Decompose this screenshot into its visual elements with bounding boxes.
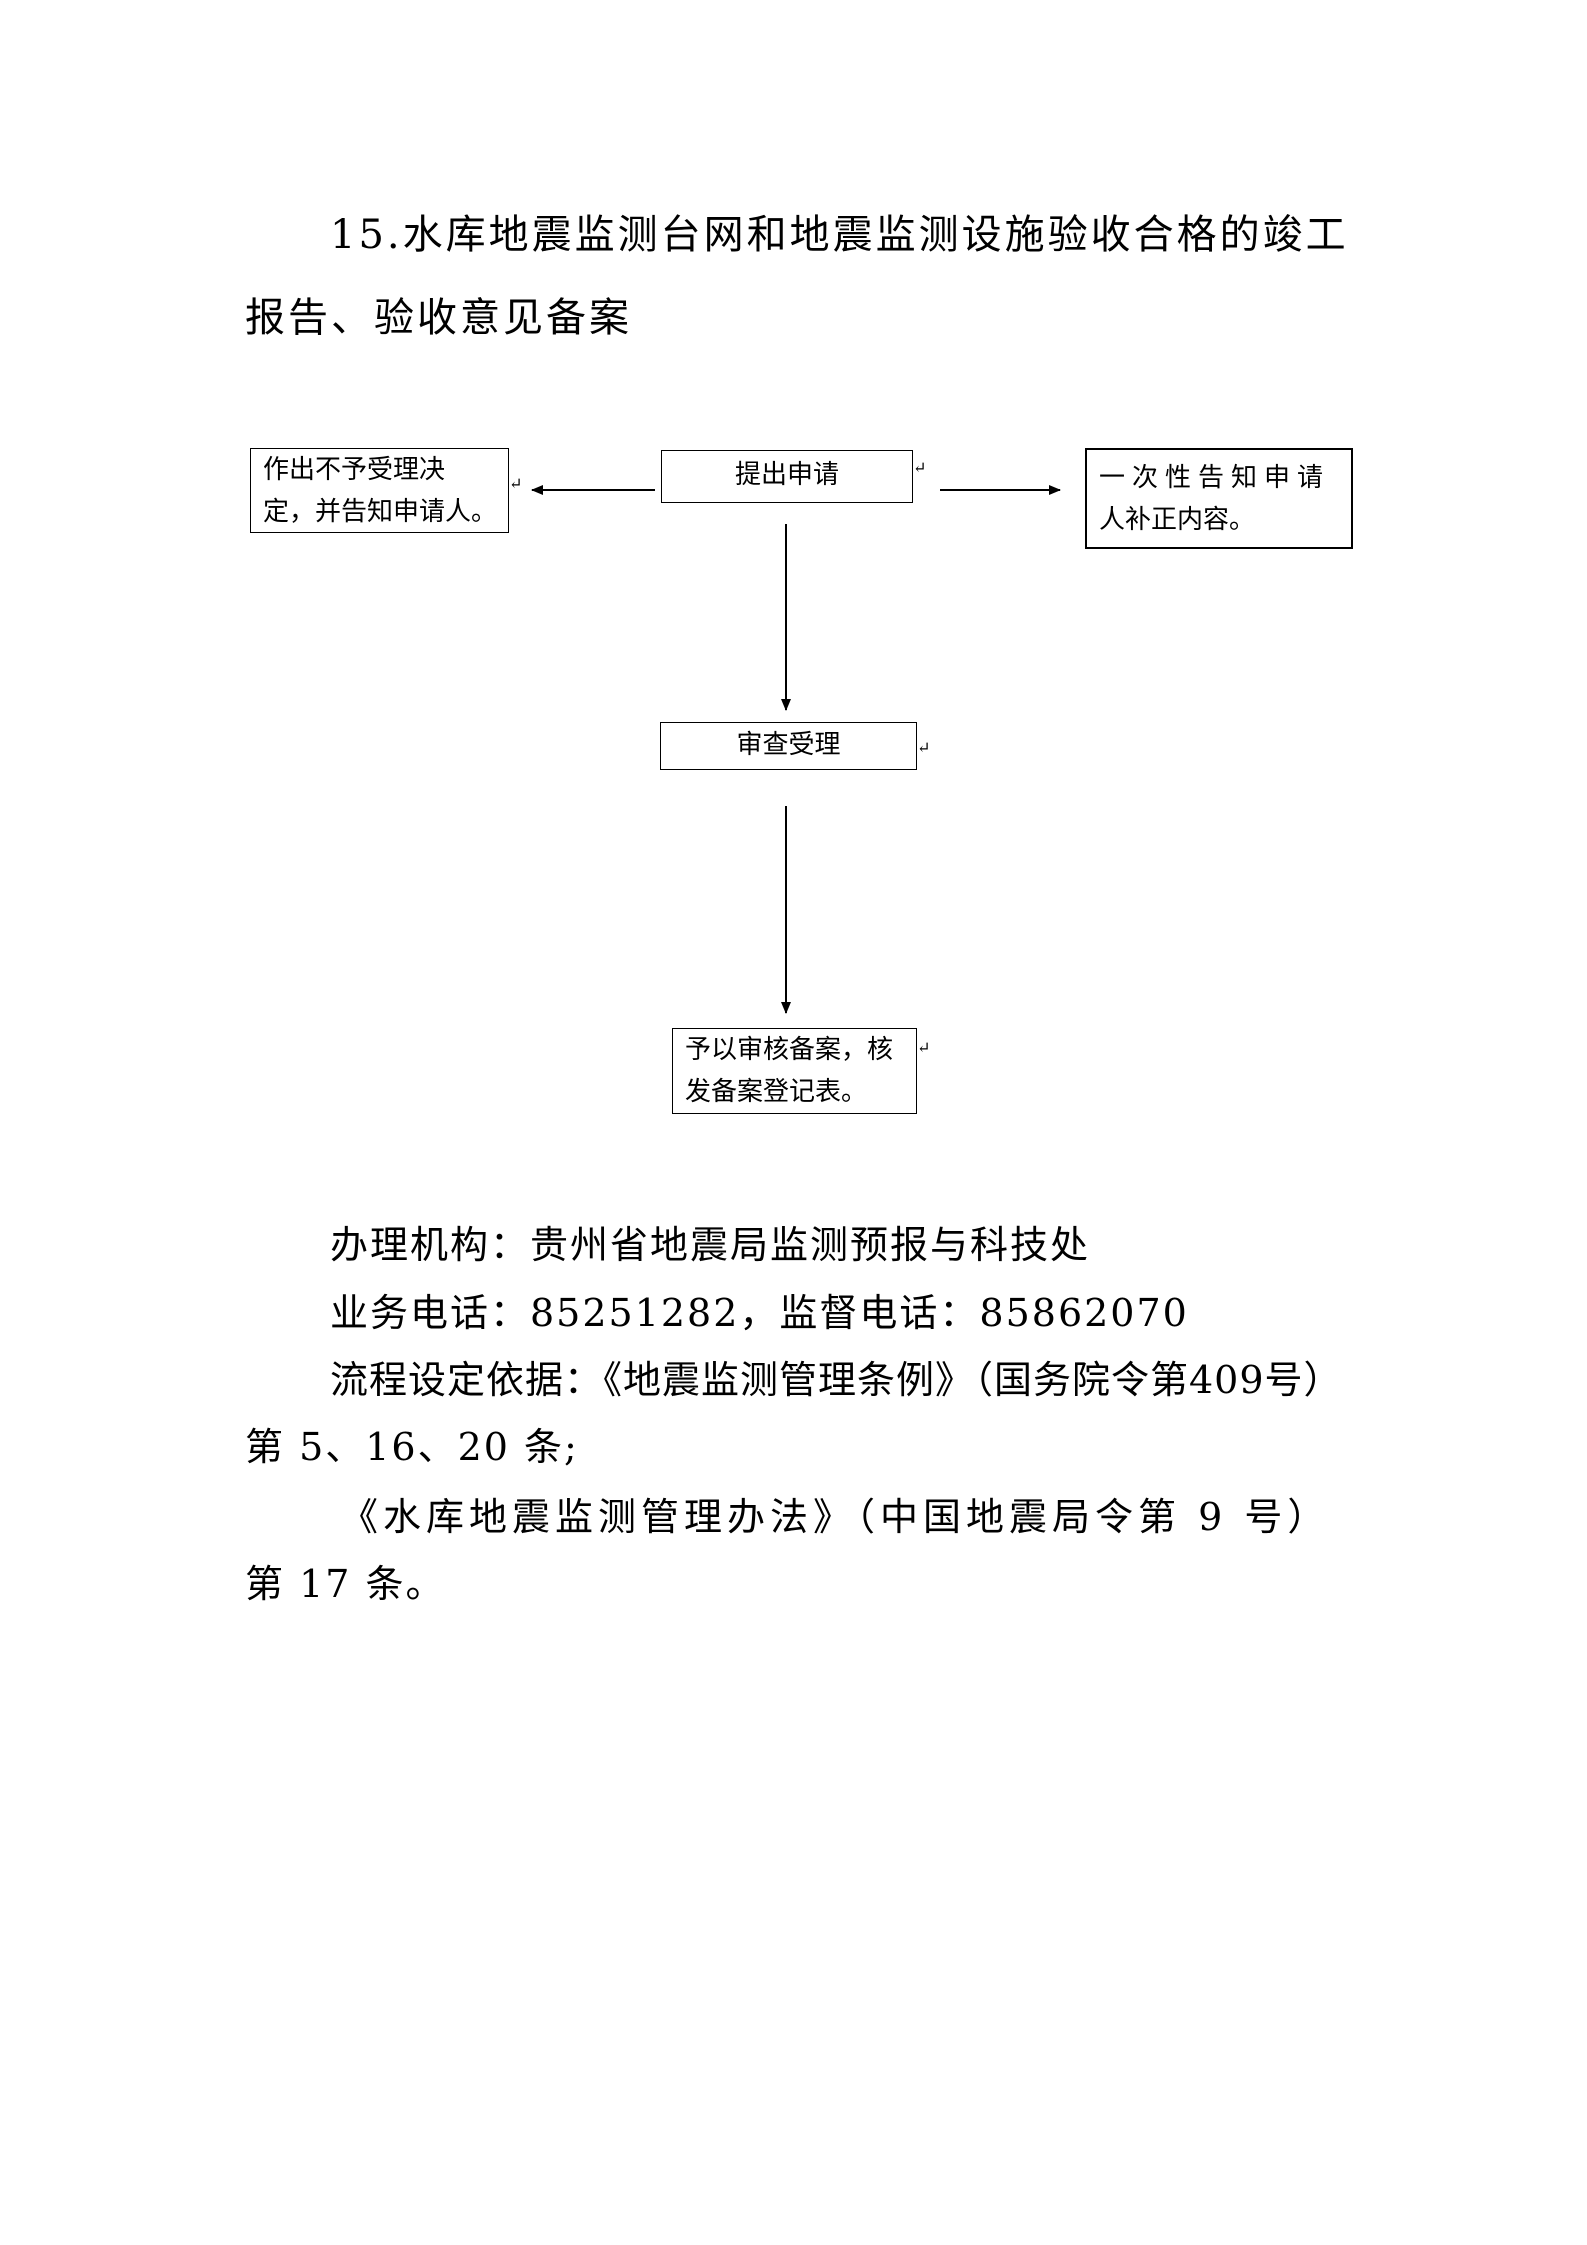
box-apply-text: 提出申请 (734, 460, 839, 490)
box-supplement-text-line-1: 一次性告知申请 (1099, 463, 1331, 493)
box-review: 审查受理 (660, 722, 917, 770)
box-review-text: 审查受理 (736, 730, 841, 760)
info-basis-line-2: 第 5、16、20 条; (245, 1425, 579, 1469)
info-agency: 办理机构：贵州省地震局监测预报与科技处 (330, 1223, 1091, 1267)
box-approve-text-line-1: 予以审核备案，核 (685, 1035, 894, 1065)
box-reject-text-line-2: 定，并告知申请人。 (263, 497, 498, 527)
paragraph-mark: ↵ (509, 474, 523, 493)
info-basis-line-4: 第 17 条。 (245, 1562, 446, 1606)
info-basis-line-1: 流程设定依据：《地震监测管理条例》（国务院令第409号） (330, 1358, 1343, 1402)
info-phone: 业务电话：85251282，监督电话：85862070 (330, 1291, 1189, 1335)
page-title-line-2: 报告、验收意见备案 (245, 295, 632, 341)
box-reject-text-line-1: 作出不予受理决 (263, 455, 446, 485)
box-reject: 作出不予受理决 定，并告知申请人。 (250, 448, 509, 533)
info-basis-line-3: 《水库地震监测管理办法》（中国地震局令第 9 号） (340, 1495, 1331, 1539)
box-supplement-text-line-2: 人补正内容。 (1099, 505, 1256, 535)
box-approve: 予以审核备案，核 发备案登记表。 (672, 1028, 917, 1114)
paragraph-mark: ↵ (917, 738, 931, 757)
paragraph-mark: ↵ (917, 1038, 931, 1057)
paragraph-mark: ↵ (913, 458, 927, 477)
box-approve-text-line-2: 发备案登记表。 (685, 1077, 868, 1107)
box-apply: 提出申请 (661, 450, 913, 503)
box-supplement: 一次性告知申请 人补正内容。 (1085, 448, 1353, 549)
page-title-line-1: 15.水库地震监测台网和地震监测设施验收合格的竣工 (330, 212, 1349, 258)
